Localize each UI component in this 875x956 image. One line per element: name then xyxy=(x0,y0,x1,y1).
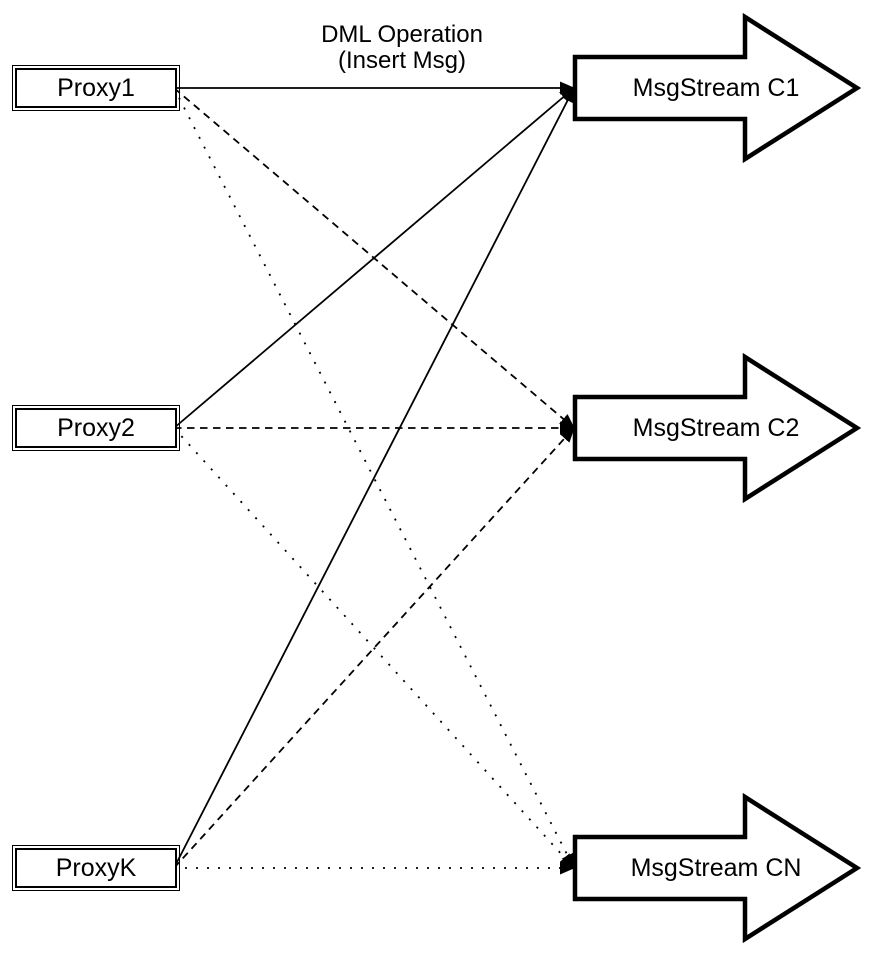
title-line-1: DML Operation xyxy=(321,21,483,48)
edge-proxyk-to-c1 xyxy=(173,87,575,869)
proxy1-node: Proxy1 xyxy=(12,65,180,111)
block-arrows-group xyxy=(572,12,862,944)
proxyk-label: ProxyK xyxy=(55,853,137,882)
edges-group xyxy=(173,81,575,875)
msgstream-c2-block-arrow xyxy=(572,352,862,504)
proxy1-label: Proxy1 xyxy=(57,73,135,102)
proxyk-node: ProxyK xyxy=(12,845,180,891)
proxy2-label: Proxy2 xyxy=(57,413,135,442)
proxy2-node: Proxy2 xyxy=(12,405,180,451)
title-line-2: (Insert Msg) xyxy=(337,47,466,74)
msgstream-cn-block-arrow xyxy=(572,792,862,944)
edge-proxy1-to-c2 xyxy=(173,87,575,429)
edge-proxy2-to-cn xyxy=(173,427,575,869)
edge-proxyk-to-c2 xyxy=(173,427,575,869)
msgstream-c1-block-arrow xyxy=(572,12,862,164)
diagram-title: DML Operation (Insert Msg) xyxy=(277,22,527,74)
